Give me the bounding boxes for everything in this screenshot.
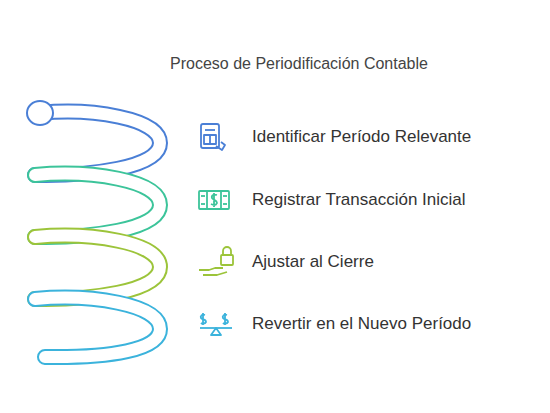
coil (27, 101, 160, 357)
lock-hand-icon (199, 247, 233, 275)
step-label: Ajustar al Cierre (252, 252, 374, 272)
banknote-icon (199, 191, 229, 209)
step-label: Identificar Período Relevante (252, 127, 471, 147)
step-label: Revertir en el Nuevo Período (252, 314, 471, 334)
calculator-icon (201, 124, 225, 150)
balance-icon (200, 313, 232, 335)
step-label: Registrar Transacción Inicial (252, 190, 466, 210)
diagram-title: Proceso de Periodificación Contable (170, 55, 428, 73)
